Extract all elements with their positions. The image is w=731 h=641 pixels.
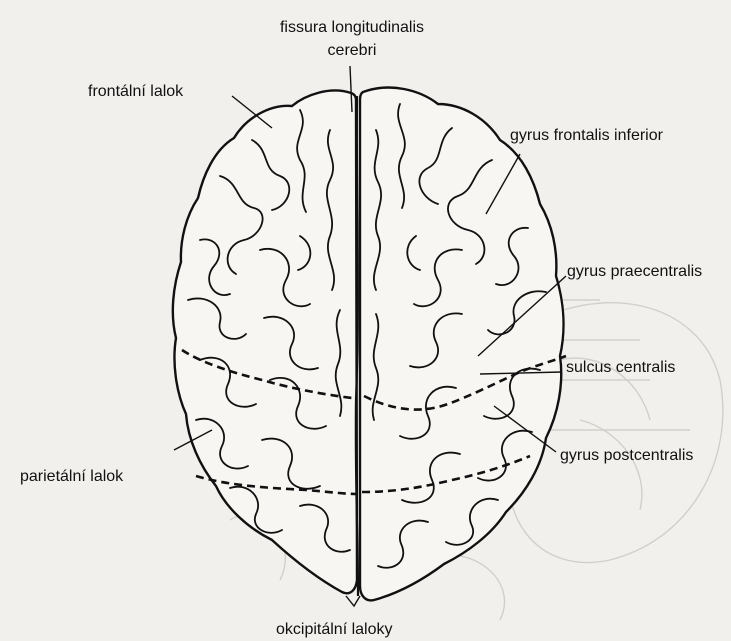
label-gyrus-frontalis-inferior: gyrus frontalis inferior bbox=[510, 126, 663, 145]
label-gyrus-praecentralis: gyrus praecentralis bbox=[567, 262, 702, 281]
leader-okcipitalni-laloky bbox=[346, 596, 360, 606]
label-parietalni-lalok: parietální lalok bbox=[20, 467, 123, 486]
label-fissura-longitudinalis: fissura longitudinalis cerebri bbox=[232, 18, 472, 60]
right-hemisphere bbox=[360, 88, 563, 601]
label-fissura-line2: cerebri bbox=[232, 41, 472, 60]
label-gyrus-postcentralis: gyrus postcentralis bbox=[560, 446, 693, 465]
label-fissura-line1: fissura longitudinalis bbox=[232, 18, 472, 37]
label-okcipitalni-laloky: okcipitální laloky bbox=[276, 620, 393, 639]
label-sulcus-centralis: sulcus centralis bbox=[566, 358, 675, 377]
left-hemisphere bbox=[173, 91, 357, 594]
label-frontalni-lalok: frontální lalok bbox=[88, 82, 183, 101]
